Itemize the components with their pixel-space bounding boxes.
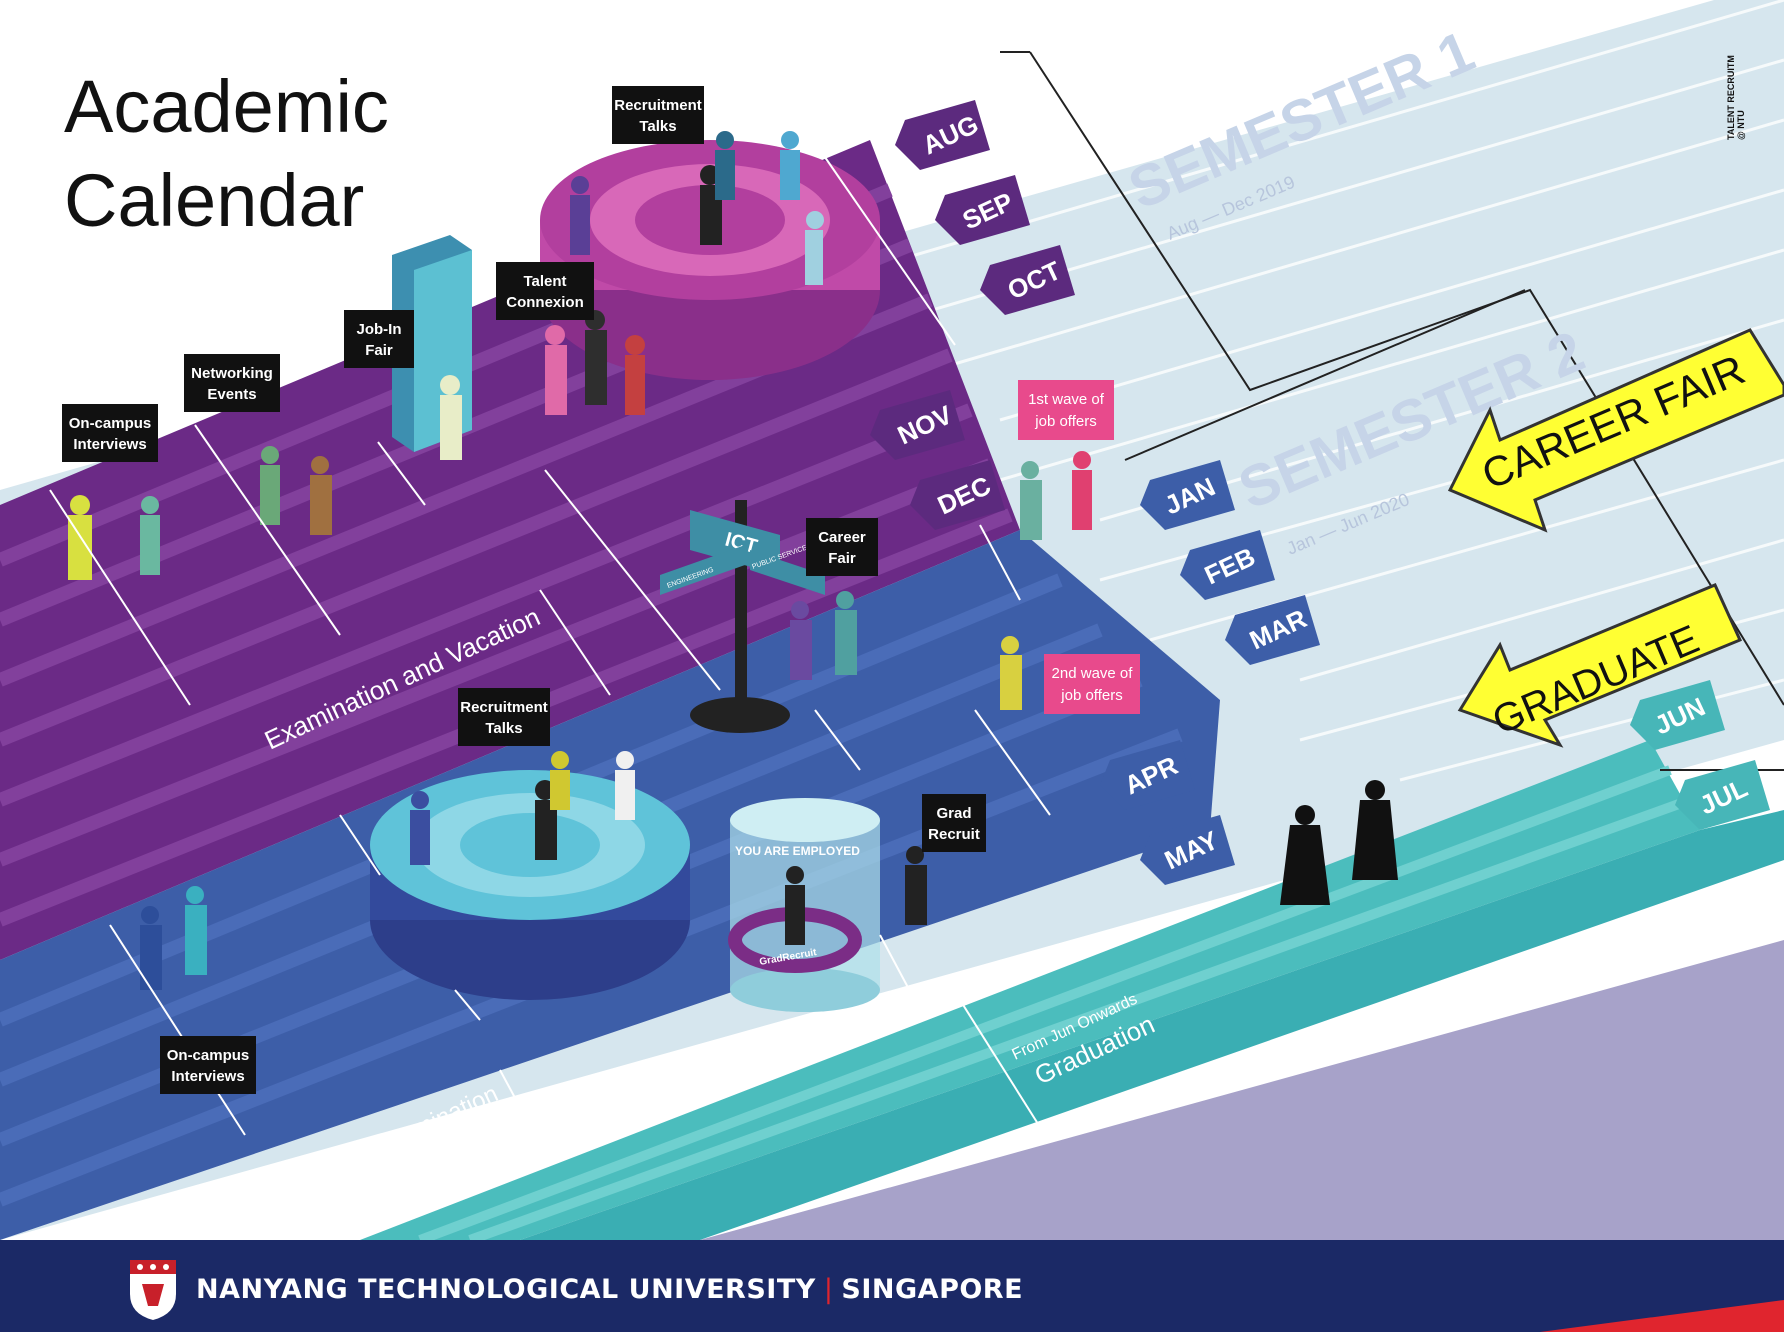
title-line-1: Academic: [64, 65, 389, 148]
people-figures: [68, 131, 1398, 990]
title-line-2: Calendar: [64, 159, 365, 242]
page-title: Academic Calendar: [64, 60, 389, 248]
month-tab-may: MAY: [1140, 815, 1235, 885]
svg-text:Talent: Talent: [523, 273, 566, 290]
footer-bar: [0, 1240, 1784, 1332]
svg-text:Job-In: Job-In: [357, 321, 402, 338]
university-country: SINGAPORE: [841, 1274, 1024, 1305]
svg-text:Recruitment: Recruitment: [460, 699, 548, 716]
footer-red-accent: [1540, 1300, 1784, 1332]
svg-text:Interviews: Interviews: [73, 436, 146, 453]
month-tab-jun: JUN: [1630, 680, 1725, 750]
month-tab-dec: DEC: [910, 460, 1005, 530]
svg-text:On-campus: On-campus: [69, 415, 152, 432]
side-credit: TALENT RECRUITM @ NTU: [1726, 55, 1746, 140]
month-tab-oct: OCT: [980, 245, 1075, 315]
semester1-bracket: [1029, 51, 1784, 706]
teal-steps: [418, 765, 1692, 1240]
you-are-employed-cylinder: [728, 798, 880, 1012]
svg-text:job offers: job offers: [1034, 413, 1096, 430]
svg-text:Career: Career: [818, 529, 866, 546]
svg-text:On-campus: On-campus: [167, 1047, 250, 1064]
svg-text:Interviews: Interviews: [171, 1068, 244, 1085]
month-tab-feb: FEB: [1180, 530, 1275, 600]
label-grad-recruit: GradRecruit: [922, 794, 986, 852]
month-tab-nov: NOV: [870, 390, 965, 460]
label-second-wave: 2nd wave of job offers: [1044, 654, 1140, 714]
university-name: NANYANG TECHNOLOGICAL UNIVERSITY: [196, 1274, 816, 1305]
svg-text:2nd wave of: 2nd wave of: [1052, 665, 1134, 682]
month-tab-mar: MAR: [1225, 595, 1320, 665]
month-tab-sep: SEP: [935, 175, 1030, 245]
duration-arrows: [49, 149, 1051, 1136]
svg-text:Events: Events: [207, 386, 256, 403]
ntu-crest-icon: [130, 1260, 176, 1320]
svg-text:Talks: Talks: [639, 118, 676, 135]
svg-text:Grad: Grad: [936, 805, 971, 822]
svg-text:Fair: Fair: [828, 550, 856, 567]
svg-text:1st wave of: 1st wave of: [1028, 391, 1105, 408]
footer-separator: |: [823, 1274, 834, 1305]
career-signpost: ICT ENGINEERING PUBLIC SERVICE: [660, 500, 825, 733]
semester2-bracket: [1124, 289, 1526, 461]
svg-text:Recruitment: Recruitment: [614, 97, 702, 114]
svg-text:job offers: job offers: [1060, 687, 1122, 704]
recruitment-podium-blue: [370, 770, 690, 1000]
lavender-corner: [700, 940, 1784, 1240]
job-offer-labels: 1st wave of job offers 2nd wave of job off…: [1018, 380, 1140, 714]
svg-text:Talks: Talks: [485, 720, 522, 737]
footer-university: NANYANG TECHNOLOGICAL UNIVERSITY|SINGAPO…: [196, 1274, 1023, 1305]
month-tab-apr: APR: [1100, 740, 1195, 810]
side-credit-line-1: TALENT RECRUITM: [1726, 55, 1736, 140]
month-tab-jul: JUL: [1675, 760, 1770, 830]
month-tab-jan: JAN: [1140, 460, 1235, 530]
side-credit-line-2: @ NTU: [1736, 110, 1746, 140]
svg-text:Recruit: Recruit: [928, 826, 980, 843]
employed-sign: YOU ARE EMPLOYED: [735, 844, 860, 858]
svg-text:Fair: Fair: [365, 342, 393, 359]
teal-band-lower: [520, 810, 1784, 1240]
month-tab-aug: AUG: [895, 100, 990, 170]
svg-text:Networking: Networking: [191, 365, 273, 382]
svg-text:Connexion: Connexion: [506, 294, 584, 311]
month-tabs: AUG SEP OCT NOV DEC JAN FEB MAR APR MAY …: [870, 100, 1770, 885]
label-first-wave: 1st wave of job offers: [1018, 380, 1114, 440]
